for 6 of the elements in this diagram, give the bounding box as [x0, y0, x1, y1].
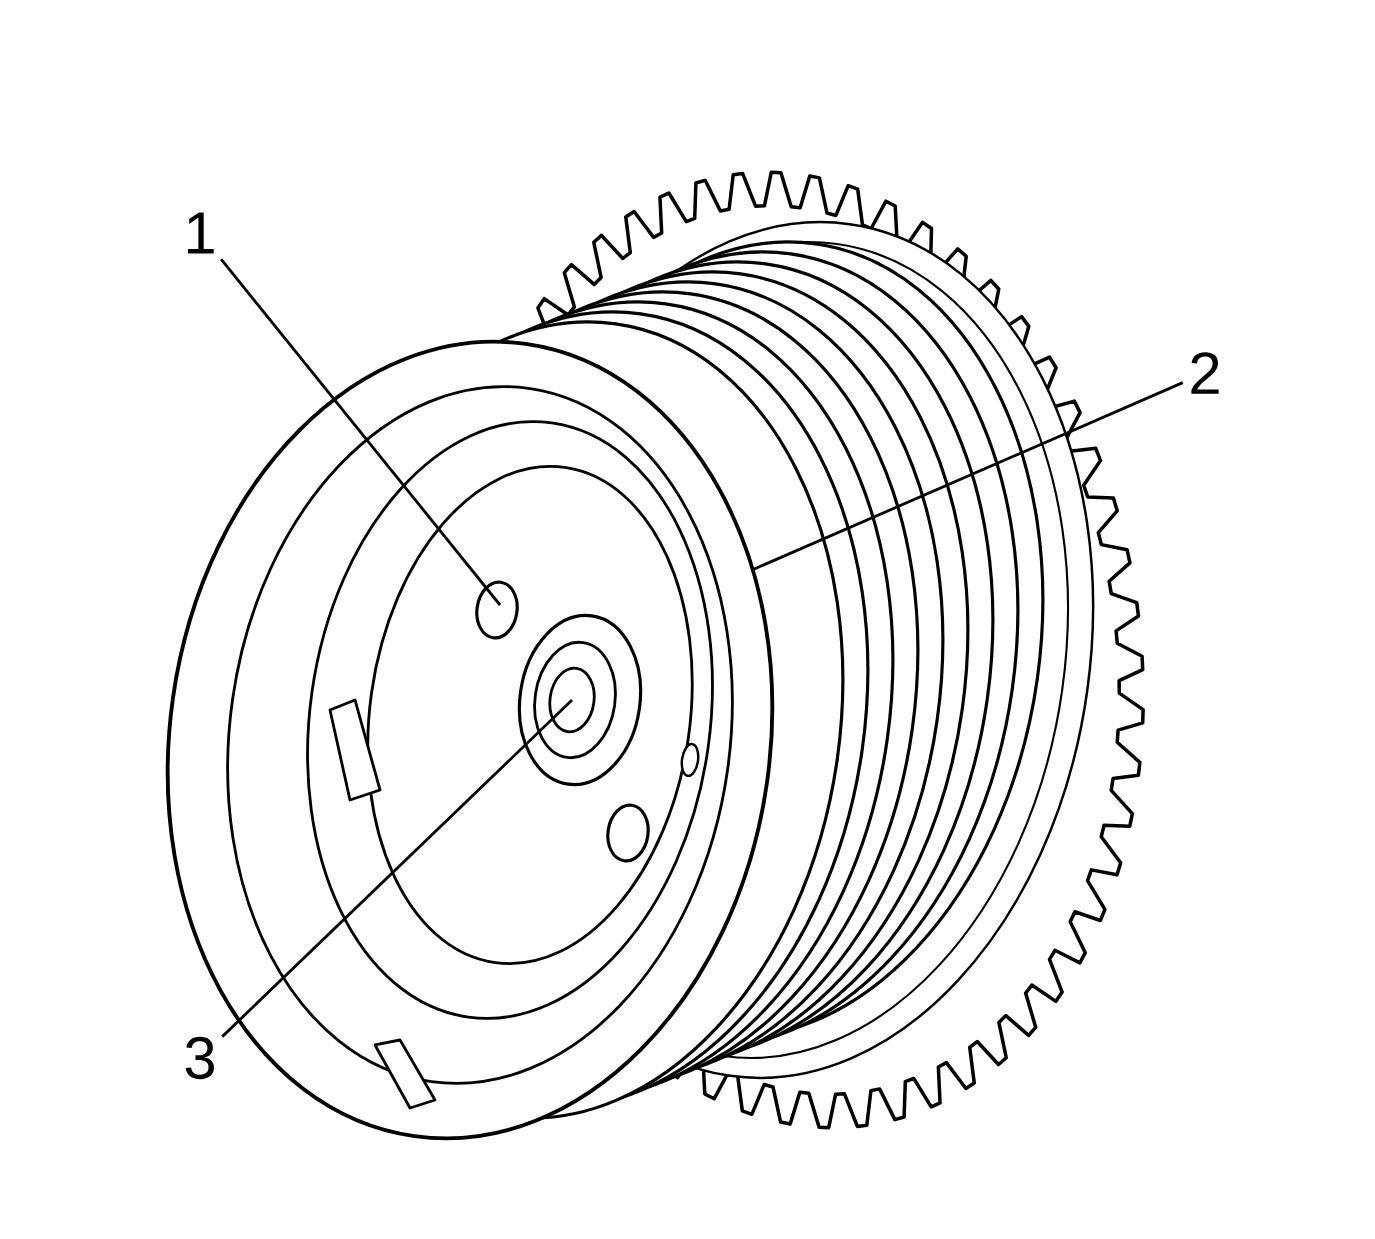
callout-number: 2: [1191, 352, 1219, 394]
leader-line: [751, 381, 1184, 572]
leader-line: [221, 699, 573, 1038]
leader-line: [219, 258, 502, 606]
callout-number: 3: [185, 1036, 214, 1080]
callout-number: 1: [187, 212, 214, 254]
